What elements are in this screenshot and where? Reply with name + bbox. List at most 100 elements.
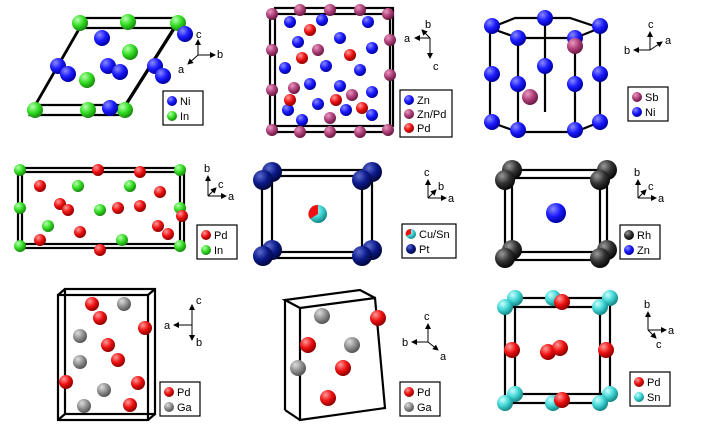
axis-indicator: a b c (404, 19, 439, 73)
atom-in (42, 220, 54, 232)
legend-swatch (404, 402, 414, 412)
panel-rh-zn: b a c Rh Zn (495, 160, 665, 268)
atom-ni (567, 76, 583, 92)
atom-ni (592, 114, 608, 130)
axis-label: b (644, 299, 650, 311)
axis-label: c (218, 179, 224, 191)
atom-ni (537, 58, 553, 74)
atom-in (174, 164, 186, 176)
atom-pd (34, 234, 46, 246)
atom-pd (335, 360, 351, 376)
axis-label: b (217, 49, 223, 61)
atom-in (27, 102, 43, 118)
atom-pt (253, 170, 273, 190)
legend-label: Pt (419, 244, 429, 256)
axis-label: a (668, 325, 675, 337)
atom-in (14, 164, 26, 176)
axis-label: b (438, 181, 444, 193)
atom-pd (62, 204, 74, 216)
atom-pt (352, 170, 372, 190)
atoms (290, 308, 386, 406)
atom-sb (522, 89, 538, 105)
atom-pd (356, 102, 368, 114)
atom-in (72, 15, 88, 31)
legend-label: Zn/Pd (417, 109, 446, 121)
legend: Ni In (162, 90, 204, 126)
panel-pd-in: b a c Pd In (14, 163, 238, 260)
legend-label: Pd (417, 387, 430, 399)
legend-swatch (167, 111, 177, 121)
atom-zn (312, 98, 324, 110)
atom-ni (510, 76, 526, 92)
legend-swatch (624, 230, 634, 240)
unit-cell-edges (56, 287, 157, 422)
panel-sb-ni: c b a Sb Ni (484, 10, 672, 138)
unit-cell-edges (281, 288, 387, 422)
axis-label: b (196, 337, 202, 349)
atom-pd (101, 338, 115, 352)
atom-ni (592, 18, 608, 34)
atom-zn-pd (266, 44, 278, 56)
axis-indicator: c b a (624, 19, 672, 57)
atom-zn-pd (312, 44, 324, 56)
axis-label: c (424, 167, 430, 179)
legend-label: Pd (214, 230, 227, 242)
atom-ni (510, 122, 526, 138)
atom-ga (344, 337, 360, 353)
atom-zn (354, 64, 366, 76)
atom-zn-pd (324, 126, 336, 138)
axis-indicator: c b a (402, 311, 447, 363)
atom-zn-pd (294, 4, 306, 16)
atom-pt (253, 246, 273, 266)
legend-swatch (405, 228, 416, 239)
atom-in (94, 204, 106, 216)
legend-label: Sn (647, 392, 660, 404)
axis-label: a (448, 193, 455, 205)
atom-zn-pd (354, 4, 366, 16)
atom-pt (352, 246, 372, 266)
atom-pd (330, 94, 342, 106)
atom-in (122, 44, 138, 60)
atom-zn-pd (354, 126, 366, 138)
axis-indicator: b a c (634, 167, 665, 205)
panel-pd-ga-2: c b a Pd Ga (281, 288, 447, 422)
atom-in (117, 102, 133, 118)
atom-cu-sn (308, 204, 327, 223)
atom-zn-pd (384, 34, 396, 46)
axis-indicator: c a b (164, 295, 202, 349)
atom-pd (93, 311, 107, 325)
axis-label: a (658, 193, 665, 205)
atom-zn-pd (266, 8, 278, 20)
axis-label: c (196, 295, 202, 307)
atom-zn (546, 203, 566, 223)
axis-indicator: b a c (644, 299, 675, 351)
atom-in (124, 180, 136, 192)
legend-swatch (201, 245, 211, 255)
atom-in (14, 202, 26, 214)
legend-swatch (632, 107, 642, 117)
atom-pd (320, 390, 336, 406)
legend-label: Sb (645, 92, 658, 104)
atom-in (14, 240, 26, 252)
atom-zn (334, 32, 346, 44)
atom-in (174, 240, 186, 252)
atom-ga (314, 308, 330, 324)
legend-swatch (404, 95, 414, 105)
axis-label: c (424, 311, 430, 323)
atom-ni (177, 26, 193, 42)
atom-ni (60, 66, 76, 82)
atoms (59, 297, 152, 413)
atom-zn-pd (346, 89, 358, 101)
atom-zn-pd (324, 112, 336, 124)
legend-label: In (214, 245, 223, 257)
atom-sn (497, 299, 513, 315)
axis-label: b (624, 45, 630, 57)
atom-pd (34, 180, 46, 192)
atom-pd (138, 321, 152, 335)
atom-in (120, 14, 136, 30)
atom-pd (59, 375, 73, 389)
axis-label: c (648, 19, 654, 31)
atom-sn (497, 395, 513, 411)
atom-pd (296, 52, 308, 64)
